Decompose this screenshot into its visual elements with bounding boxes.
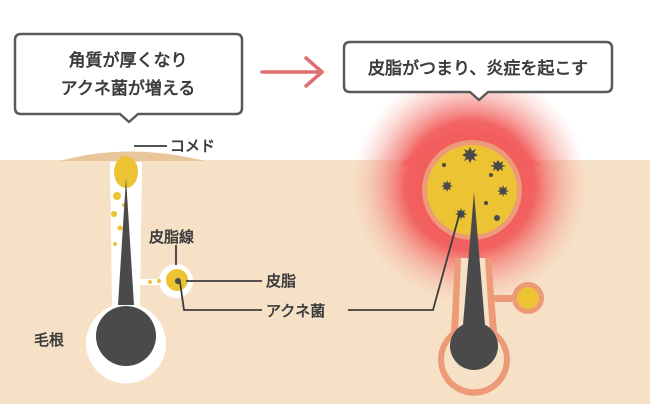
hair-shaft-left [118, 178, 134, 305]
bubble-left-line2: アクネ菌が増える [61, 78, 196, 99]
bubble-left-line1: 角質が厚くなり [69, 50, 188, 71]
progression-arrow [260, 56, 324, 88]
sebum-right-gland [517, 287, 539, 309]
gland-duct-left [136, 279, 170, 285]
label-sebum: 皮脂 [266, 272, 296, 290]
acne-bacteria-cluster [441, 147, 509, 221]
bubble-right: 皮脂がつまり、炎症を起こす [342, 40, 614, 102]
comedo-bump [60, 151, 205, 161]
label-hair-root: 毛根 [34, 331, 64, 349]
label-comedo: コメド [170, 137, 215, 155]
comedo-plug [114, 156, 138, 188]
leader-lines [134, 145, 461, 311]
label-sebaceous-gland: 皮脂線 [149, 228, 194, 246]
hair-bulb-right [450, 322, 498, 370]
label-acne-bacteria: アクネ菌 [266, 302, 325, 320]
sebum-dots-left [111, 192, 161, 284]
bubble-left: 角質が厚くなり アクネ菌が増える [13, 32, 244, 124]
gland-duct-right [494, 295, 516, 302]
bubble-right-text: 皮脂がつまり、炎症を起こす [368, 58, 588, 79]
hair-shaft-right [463, 192, 485, 325]
hair-bulb-left [96, 306, 156, 366]
